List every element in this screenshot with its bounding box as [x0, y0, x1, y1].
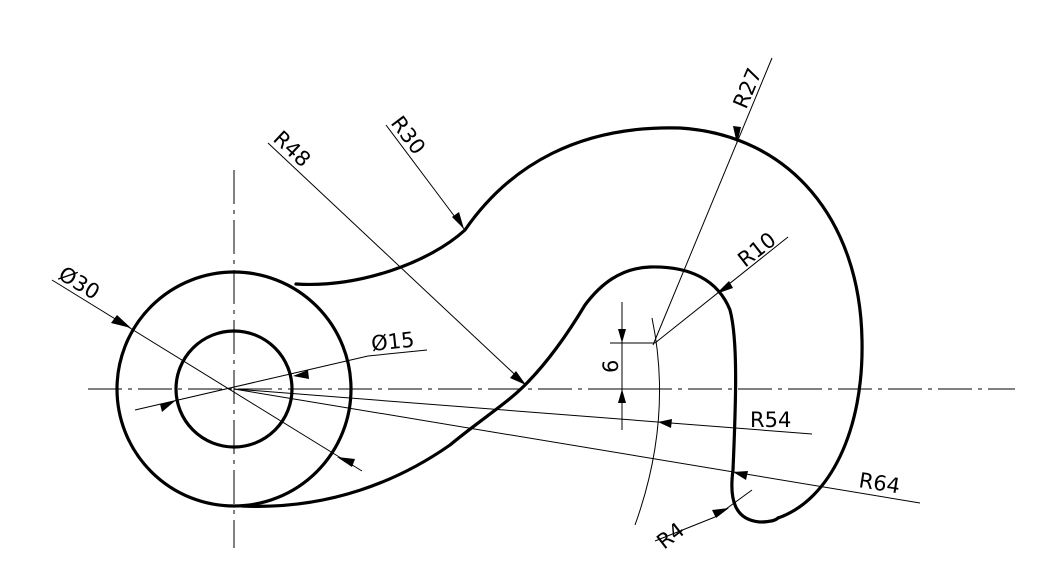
- dim-r30-label: R30: [386, 112, 430, 159]
- dim-gap6: 6: [599, 302, 655, 430]
- inner-bore-circle: [174, 329, 294, 449]
- dim-r10: R10: [654, 228, 789, 344]
- dim-r27-label: R27: [729, 65, 767, 112]
- upper-outline-curve: [294, 126, 864, 520]
- dim-r30: R30: [385, 112, 465, 230]
- dim-r64: R64: [233, 388, 921, 504]
- dim-r48-label: R48: [269, 126, 316, 172]
- dim-d30-label: Ø30: [54, 262, 103, 305]
- outer-boss-circle: [115, 270, 353, 508]
- dim-r4-label: R4: [652, 518, 689, 554]
- dim-r54: R54: [233, 388, 813, 435]
- dim-gap6-label: 6: [599, 360, 623, 373]
- reference-arc: [634, 317, 660, 526]
- dim-d15: Ø15: [134, 328, 428, 412]
- lower-outline-curve: [240, 265, 780, 524]
- dim-r10-label: R10: [733, 228, 780, 272]
- dim-r54-label: R54: [750, 408, 791, 432]
- dim-d15-label: Ø15: [370, 328, 416, 356]
- dim-r27: R27: [652, 57, 773, 346]
- dim-r4: R4: [652, 489, 753, 554]
